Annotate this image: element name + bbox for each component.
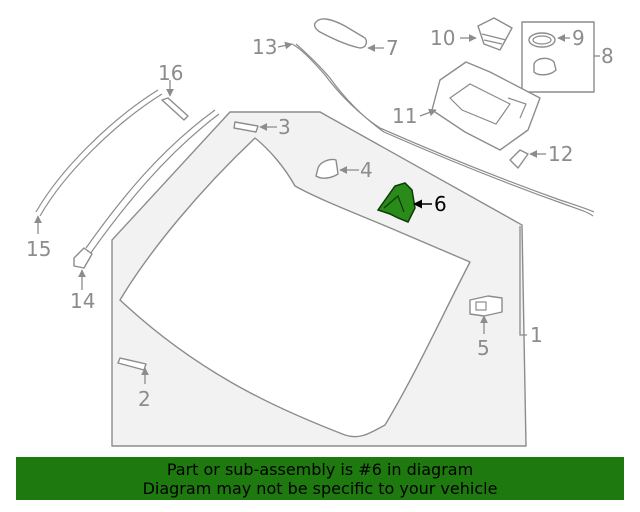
leader-lines (34, 34, 600, 384)
part-8-box (521, 21, 595, 93)
callout-14: 14 (70, 289, 95, 313)
part-7-mirror (313, 18, 368, 49)
callout-15: 15 (26, 237, 51, 261)
windshield-panel (111, 111, 527, 447)
part-16-bolt (161, 97, 189, 121)
callout-4: 4 (360, 158, 373, 182)
callout-7: 7 (386, 36, 399, 60)
callout-10: 10 (430, 26, 455, 50)
part-15-pillar-trim (35, 89, 163, 217)
part-9-ring (528, 32, 557, 76)
callout-9: 9 (572, 26, 585, 50)
part-12-clip (509, 149, 529, 169)
part-10-module (477, 17, 513, 51)
banner-line-2: Diagram may not be specific to your vehi… (142, 479, 498, 498)
part-4-bracket (315, 158, 339, 179)
callout-16: 16 (158, 61, 183, 85)
info-banner: Part or sub-assembly is #6 in diagram Di… (16, 457, 624, 500)
part-13-roof-trim (291, 43, 595, 217)
callout-11: 11 (392, 104, 417, 128)
parts-diagram: 1 2 3 4 5 6 7 8 9 10 11 12 13 14 15 16 (26, 17, 614, 447)
callout-6: 6 (434, 192, 447, 216)
banner-line-1: Part or sub-assembly is #6 in diagram (166, 460, 474, 479)
part-11-console (431, 61, 541, 151)
callout-1: 1 (530, 323, 543, 347)
part-14-pillar-trim (73, 109, 220, 269)
callout-5: 5 (477, 336, 490, 360)
callout-8: 8 (601, 44, 614, 68)
callout-13: 13 (252, 35, 277, 59)
part-5-sensor (469, 295, 503, 317)
callout-2: 2 (138, 387, 151, 411)
callout-12: 12 (548, 142, 573, 166)
callout-3: 3 (278, 115, 291, 139)
part-3-clip (233, 121, 259, 133)
